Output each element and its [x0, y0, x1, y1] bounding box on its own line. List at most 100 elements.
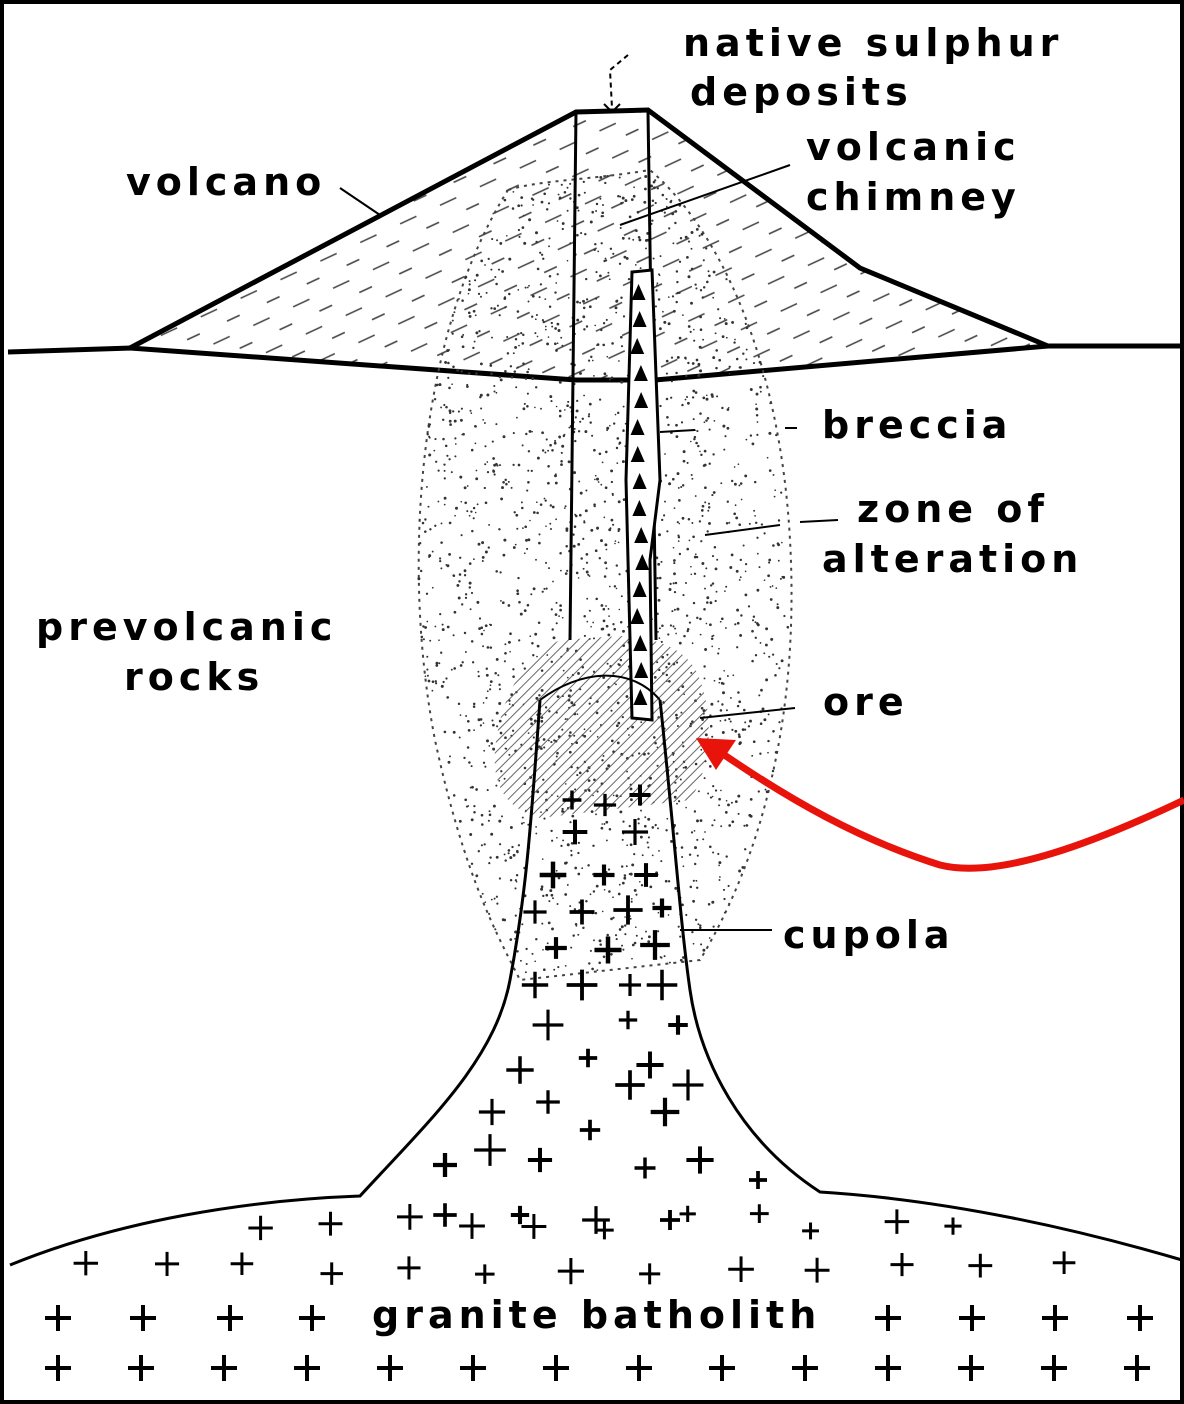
- stipple-dot: [574, 440, 576, 442]
- stipple-dot: [580, 557, 583, 560]
- stipple-dot: [549, 444, 552, 447]
- stipple-dot: [570, 947, 572, 949]
- stipple-dot: [542, 321, 544, 323]
- stipple-dot: [665, 474, 667, 476]
- stipple-dot: [517, 577, 519, 579]
- stipple-dot: [551, 927, 554, 930]
- stipple-dot: [617, 412, 619, 414]
- stipple-dot: [590, 626, 592, 628]
- stipple-dot: [569, 242, 571, 244]
- stipple-dot: [594, 325, 596, 327]
- stipple-dot: [621, 865, 623, 867]
- stipple-dot: [720, 482, 722, 484]
- stipple-dot: [440, 541, 443, 544]
- stipple-dot: [688, 325, 691, 328]
- stipple-dot: [759, 386, 762, 389]
- stipple-dot: [492, 724, 495, 727]
- stipple-dot: [618, 893, 621, 896]
- stipple-dot: [537, 336, 539, 338]
- stipple-dot: [608, 608, 610, 610]
- stipple-dot: [593, 375, 595, 377]
- stipple-dot: [588, 415, 590, 417]
- stipple-dot: [421, 636, 424, 639]
- stipple-dot: [671, 380, 673, 382]
- stipple-dot: [445, 445, 448, 448]
- granite-plus: [377, 1355, 403, 1381]
- stipple-dot: [489, 810, 491, 812]
- stipple-dot: [588, 413, 590, 415]
- stipple-dot: [504, 479, 506, 481]
- stipple-dot: [492, 441, 494, 443]
- stipple-dot: [593, 449, 596, 452]
- stipple-dot: [481, 541, 484, 544]
- stipple-dot: [707, 793, 709, 795]
- stipple-dot: [677, 292, 679, 294]
- stipple-dot: [611, 481, 613, 483]
- stipple-dot: [444, 731, 447, 734]
- stipple-dot: [540, 283, 542, 285]
- stipple-dot: [476, 274, 479, 277]
- granite-plus: [45, 1305, 71, 1331]
- stipple-dot: [454, 437, 456, 439]
- stipple-dot: [569, 183, 571, 185]
- stipple-dot: [486, 674, 489, 677]
- stipple-dot: [738, 870, 741, 873]
- stipple-dot: [700, 943, 702, 945]
- stipple-dot: [714, 546, 717, 549]
- stipple-dot: [601, 827, 604, 830]
- stipple-dot: [469, 586, 471, 588]
- stipple-dot: [567, 210, 569, 212]
- stipple-dot: [624, 924, 626, 926]
- stipple-dot: [462, 345, 465, 348]
- stipple-dot: [700, 289, 702, 291]
- stipple-dot: [635, 894, 637, 896]
- stipple-dot: [486, 461, 488, 463]
- stipple-dot: [694, 830, 696, 832]
- stipple-dot: [635, 229, 638, 232]
- stipple-dot: [504, 859, 506, 861]
- stipple-dot: [473, 805, 475, 807]
- stipple-dot: [772, 544, 775, 547]
- stipple-dot: [602, 215, 604, 217]
- stipple-dot: [657, 827, 659, 829]
- stipple-dot: [753, 615, 755, 617]
- stipple-dot: [524, 609, 527, 612]
- stipple-dot: [576, 234, 579, 237]
- stipple-dot: [672, 478, 675, 481]
- stipple-dot: [735, 504, 737, 506]
- stipple-dot: [448, 458, 450, 460]
- stipple-dot: [657, 577, 659, 579]
- stipple-dot: [754, 515, 756, 517]
- stipple-dot: [583, 307, 586, 310]
- stipple-dot: [609, 425, 611, 427]
- stipple-dot: [575, 416, 577, 418]
- stipple-dot: [729, 373, 731, 375]
- stipple-dot: [467, 720, 470, 723]
- stipple-dot: [561, 445, 564, 448]
- stipple-dot: [432, 680, 435, 683]
- stipple-dot: [481, 633, 484, 636]
- stipple-dot: [551, 840, 553, 842]
- stipple-dot: [720, 790, 722, 792]
- stipple-dot: [445, 677, 447, 679]
- stipple-dot: [631, 898, 633, 900]
- stipple-dot: [520, 196, 523, 199]
- stipple-dot: [709, 765, 712, 768]
- stipple-dot: [426, 486, 428, 488]
- stipple-dot: [548, 900, 550, 902]
- stipple-dot: [657, 930, 659, 932]
- stipple-dot: [596, 203, 598, 205]
- granite-plus: [958, 1355, 984, 1381]
- stipple-dot: [679, 523, 681, 525]
- stipple-dot: [619, 176, 621, 178]
- stipple-dot: [456, 369, 459, 372]
- stipple-dot: [609, 586, 611, 588]
- stipple-dot: [483, 702, 485, 704]
- stipple-dot: [660, 957, 662, 959]
- stipple-dot: [488, 258, 490, 260]
- stipple-dot: [585, 509, 588, 512]
- stipple-dot: [633, 853, 635, 855]
- stipple-dot: [538, 542, 541, 545]
- stipple-dot: [620, 337, 622, 339]
- stipple-dot: [570, 854, 572, 856]
